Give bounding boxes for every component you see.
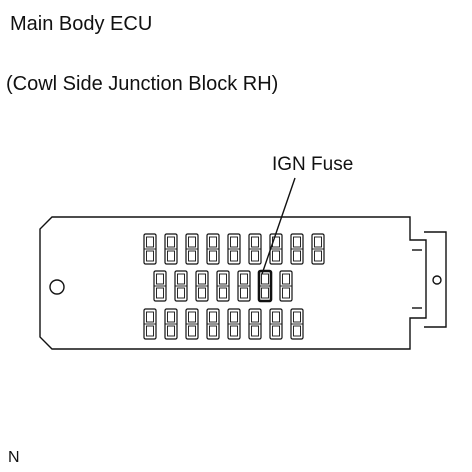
fuse (248, 308, 262, 340)
fuse (153, 270, 167, 302)
fuse-terminal (240, 287, 248, 299)
fuse-terminal (156, 273, 164, 285)
fuse (290, 233, 304, 265)
fuse-terminal (261, 287, 269, 299)
fuse-terminal (251, 325, 259, 337)
fuse-terminal (251, 236, 259, 248)
fuse (227, 308, 241, 340)
fuse-terminal (188, 325, 196, 337)
fuse-terminal (261, 273, 269, 285)
fuse-terminal (230, 325, 238, 337)
fuse-terminal (230, 236, 238, 248)
junction-block-outline (39, 216, 427, 350)
fuse (174, 270, 188, 302)
fuse-terminal (314, 236, 322, 248)
fuse (248, 233, 262, 265)
fuse (164, 233, 178, 265)
fuse-terminal (282, 273, 290, 285)
ign-fuse-label: IGN Fuse (272, 154, 354, 175)
fuse-terminal (282, 287, 290, 299)
fuse-terminal (167, 311, 175, 323)
fuse (185, 233, 199, 265)
fuse (311, 233, 325, 265)
fuse-terminal (293, 311, 301, 323)
fuse-terminal (293, 325, 301, 337)
fuse-terminal (251, 311, 259, 323)
fuse-terminal (146, 325, 154, 337)
fuse (185, 308, 199, 340)
fuse-terminal (272, 250, 280, 262)
fuse (206, 233, 220, 265)
fuse-terminal (177, 273, 185, 285)
fuse-terminal (188, 236, 196, 248)
fuse-terminal (293, 236, 301, 248)
fuse-terminal (230, 250, 238, 262)
diagram-subtitle: (Cowl Side Junction Block RH) (6, 73, 279, 95)
fuse (279, 270, 293, 302)
fuse-terminal (219, 273, 227, 285)
fuse-terminal (219, 287, 227, 299)
fuse-terminal (240, 273, 248, 285)
fuse-terminal (230, 311, 238, 323)
fuse (143, 233, 157, 265)
fuse-terminal (293, 250, 301, 262)
fuse (216, 270, 230, 302)
fuse (206, 308, 220, 340)
fuse-terminal (146, 236, 154, 248)
fuse (269, 233, 283, 265)
fuse-terminal (156, 287, 164, 299)
fuse-terminal (146, 311, 154, 323)
fuse (269, 308, 283, 340)
corner-mark: N (8, 449, 20, 466)
fuse (164, 308, 178, 340)
fuse (227, 233, 241, 265)
fuse-terminal (209, 325, 217, 337)
fuse (237, 270, 251, 302)
fuse (290, 308, 304, 340)
fuse-terminal (198, 273, 206, 285)
fuse-array (143, 233, 325, 340)
fuse-terminal (272, 311, 280, 323)
fuse-terminal (146, 250, 154, 262)
fuse-terminal (209, 236, 217, 248)
mounting-hole-left (49, 279, 65, 295)
fuse-terminal (167, 236, 175, 248)
fuse (143, 308, 157, 340)
fuse-terminal (209, 311, 217, 323)
fuse-terminal (209, 250, 217, 262)
fuse-terminal (251, 250, 259, 262)
fuse-terminal (188, 250, 196, 262)
fuse-terminal (272, 325, 280, 337)
fuse-terminal (167, 325, 175, 337)
side-connector (424, 231, 447, 328)
ign-fuse (257, 269, 273, 303)
fuse-terminal (167, 250, 175, 262)
fuse-terminal (314, 250, 322, 262)
mounting-hole-right (432, 275, 442, 285)
diagram-title: Main Body ECU (10, 13, 153, 35)
fuse (195, 270, 209, 302)
fuse-terminal (177, 287, 185, 299)
fuse-terminal (188, 311, 196, 323)
fuse-terminal (198, 287, 206, 299)
callout-leader-line (261, 177, 296, 275)
